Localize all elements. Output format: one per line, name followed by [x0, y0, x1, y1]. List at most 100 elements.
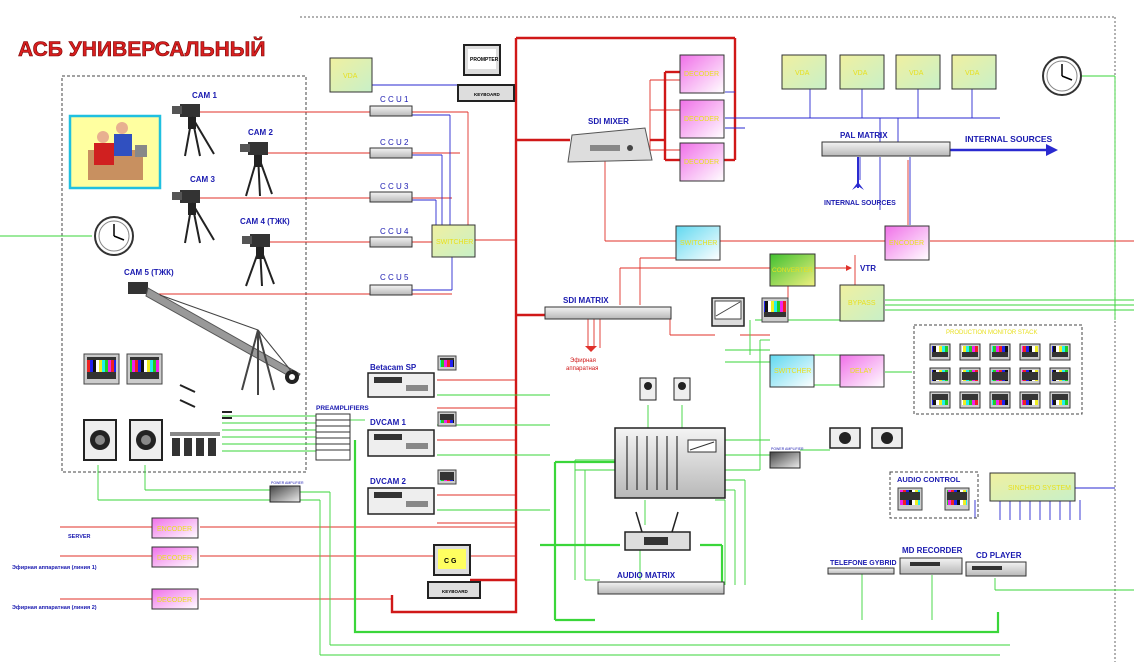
dvcam2-label: DVCAM 2 — [370, 477, 407, 486]
studio-speakers — [83, 419, 163, 461]
sdi-mixer[interactable]: SDI MIXER — [567, 117, 653, 163]
sinchro-system-label: SINCHRO SYSTEM — [1008, 485, 1071, 492]
camera-1-label: CAM 1 — [192, 91, 217, 100]
vtr-dvcam-1[interactable]: DVCAM 1 — [367, 411, 457, 457]
production-monitor-stack: PRODUCTION MONITOR STACK — [913, 324, 1083, 415]
vda-3-label: VDA — [853, 70, 868, 77]
sdi-mixer-label: SDI MIXER — [588, 117, 629, 126]
ccu-1-label: C C U 1 — [380, 95, 409, 104]
power-amplifier-left: POWER AMPLIFIER — [269, 481, 304, 503]
production-monitor-stack-label: PRODUCTION MONITOR STACK — [946, 330, 1037, 336]
camera-3-label: CAM 3 — [190, 175, 215, 184]
internal-sources-right-label: INTERNAL SOURCES — [965, 134, 1053, 144]
studio-photo — [68, 114, 162, 190]
bypass: BYPASS — [839, 284, 885, 322]
camera-2-label: CAM 2 — [248, 128, 273, 137]
cd-player[interactable]: CD PLAYER — [965, 551, 1027, 577]
vtr-dvcam-2[interactable]: DVCAM 2 — [367, 469, 457, 515]
delay: DELAY — [839, 354, 885, 388]
studio-wireless-mics — [170, 432, 220, 456]
waveform-monitor — [711, 297, 789, 327]
power-amp-left-label: POWER AMPLIFIER — [271, 481, 304, 485]
character-generator[interactable]: C G KEYBOARD — [427, 544, 481, 599]
left-encoder-1-label: ENCODER — [157, 526, 192, 533]
telefone-gybrid-label: TELEFONE GYBRID — [830, 560, 897, 567]
encoder-mid: ENCODER — [884, 225, 930, 261]
efir-label-line2: аппаратная — [566, 366, 598, 372]
power-amp-right-label: POWER AMPLIFIER — [771, 447, 804, 451]
switcher-lower: SWITCHER — [769, 354, 815, 388]
ccu-4 — [369, 236, 413, 248]
camera-3[interactable]: CAM 3 — [172, 175, 215, 244]
vtr-label: VTR — [860, 264, 876, 273]
ccu-2 — [369, 147, 413, 159]
switcher-main: SWITCHER — [675, 225, 721, 261]
bypass-label: BYPASS — [848, 300, 876, 307]
decoder-1-label: DECODER — [684, 71, 719, 78]
pal-output-arrow — [852, 144, 1058, 190]
ccu-units: C C U 1 C C U 2 C C U 3 C C U 4 C C U 5 — [369, 95, 413, 296]
decoders-top: DECODER DECODER DECODER — [679, 54, 725, 182]
decoder-2-label: DECODER — [684, 116, 719, 123]
clock-left — [94, 216, 134, 256]
audio-green-lines — [0, 75, 1134, 656]
prompter[interactable]: PROMPTER KEYBOARD — [457, 44, 515, 102]
camera-4-label: CAM 4 (ТЖК) — [240, 217, 290, 226]
studio-microphones — [179, 384, 232, 419]
md-recorder[interactable]: MD RECORDER — [899, 546, 963, 575]
camera-2[interactable]: CAM 2 — [240, 128, 273, 197]
studio-speakers-small — [639, 377, 691, 401]
preamplifiers: PREAMPLIFIERS — [315, 405, 369, 461]
audio-matrix[interactable]: AUDIO MATRIX — [597, 571, 725, 595]
decoder-3-label: DECODER — [684, 159, 719, 166]
vda-boxes: VDA VDA VDA VDA VDA — [329, 54, 997, 93]
pal-matrix[interactable]: PAL MATRIX — [821, 131, 951, 157]
md-recorder-label: MD RECORDER — [902, 546, 963, 555]
internal-sources-bottom-label: INTERNAL SOURCES — [824, 200, 896, 207]
sinchro-system: SINCHRO SYSTEM — [989, 472, 1076, 502]
sdi-matrix[interactable]: SDI MATRIX — [544, 296, 672, 320]
camera-1[interactable]: CAM 1 — [172, 91, 217, 157]
ccu-4-label: C C U 4 — [380, 227, 409, 236]
clock-right — [1042, 56, 1082, 96]
prompter-label: PROMPTER — [470, 57, 499, 63]
audio-mixing-console[interactable] — [614, 427, 726, 499]
efir-line1-label: Эфирная аппаратная (линия 1) — [12, 564, 97, 571]
delay-label: DELAY — [850, 368, 873, 375]
cd-player-label: CD PLAYER — [976, 551, 1022, 560]
converter-label: CONVERTER — [772, 267, 813, 274]
efir-line2-label: Эфирная аппаратная (линия 2) — [12, 604, 97, 611]
left-encoder-2-label: DECODER — [157, 555, 192, 562]
cg-keyboard-label: KEYBOARD — [442, 589, 469, 594]
outer-frame — [61, 16, 1116, 662]
betacam-label: Betacam SP — [370, 363, 417, 372]
blue-control-lines — [372, 84, 1115, 520]
red-signal-lines — [60, 79, 1134, 600]
ccu-5-label: C C U 5 — [380, 273, 409, 282]
camera-4[interactable]: CAM 4 (ТЖК) — [240, 217, 290, 287]
prompter-keyboard-label: KEYBOARD — [474, 92, 501, 97]
audio-control-label: AUDIO CONTROL — [897, 475, 961, 484]
cg-label: C G — [444, 558, 457, 565]
ccu-3 — [369, 191, 413, 203]
telefone-gybrid[interactable]: TELEFONE GYBRID — [827, 560, 897, 575]
switcher-main-label: SWITCHER — [680, 240, 717, 247]
vtr-betacam[interactable]: Betacam SP — [367, 355, 457, 398]
vda-5-label: VDA — [965, 70, 980, 77]
camera-5-jib[interactable]: CAM 5 (ТЖК) — [124, 268, 301, 395]
vda-4-label: VDA — [909, 70, 924, 77]
wireless-receiver — [624, 511, 691, 551]
power-amplifier-right: POWER AMPLIFIER — [769, 447, 804, 469]
sdi-matrix-label: SDI MATRIX — [563, 296, 609, 305]
switcher-cam: SWITCHER — [431, 224, 476, 258]
server-label: SERVER — [68, 534, 91, 540]
efir-label-line1: Эфирная — [570, 358, 596, 364]
ccu-2-label: C C U 2 — [380, 138, 409, 147]
preamplifiers-label: PREAMPLIFIERS — [316, 405, 369, 412]
switcher-cam-label: SWITCHER — [436, 239, 473, 246]
ccu-1 — [369, 105, 413, 117]
converter: CONVERTER — [769, 253, 816, 287]
control-room-speakers — [829, 427, 903, 449]
ccu-5 — [369, 284, 413, 296]
